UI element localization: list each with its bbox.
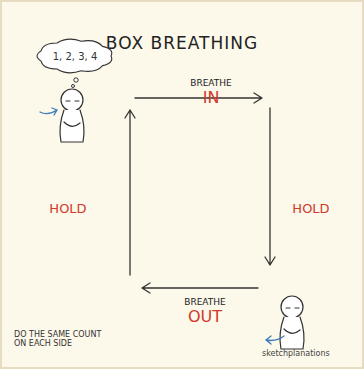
trail-dot [74,78,78,82]
arrow-top [135,93,262,103]
exhale-arrow [266,336,284,344]
body [280,317,304,349]
step-word: IN [181,89,241,107]
box-arrows [125,93,275,293]
closed-eyes [286,307,299,308]
air-out [266,336,284,344]
trail-dot [72,85,75,88]
thought-bubble: 1, 2, 3, 4 [36,38,114,74]
step-verb: BREATHE [160,297,250,307]
step-verb: BREATHE [166,78,256,88]
step-word: HOLD [276,202,346,217]
arms [284,329,300,333]
air-in [40,108,57,115]
step-word: OUT [175,308,235,326]
arrow-right [265,108,275,265]
person-inhale [60,89,84,142]
watermark: sketchplanations [262,349,362,358]
thought-trail [72,78,79,88]
step-word: HOLD [33,202,103,217]
head [281,296,303,318]
head [61,89,83,111]
inhale-arrow [40,108,57,115]
person-exhale [280,296,304,349]
instruction-note: DO THE SAME COUNT ON EACH SIDE [14,330,114,348]
arms [64,122,80,126]
closed-eyes [66,100,79,101]
thought-count: 1, 2, 3, 4 [36,38,114,74]
arrow-bottom [142,283,258,293]
body [60,110,84,142]
arrow-left [125,110,135,275]
